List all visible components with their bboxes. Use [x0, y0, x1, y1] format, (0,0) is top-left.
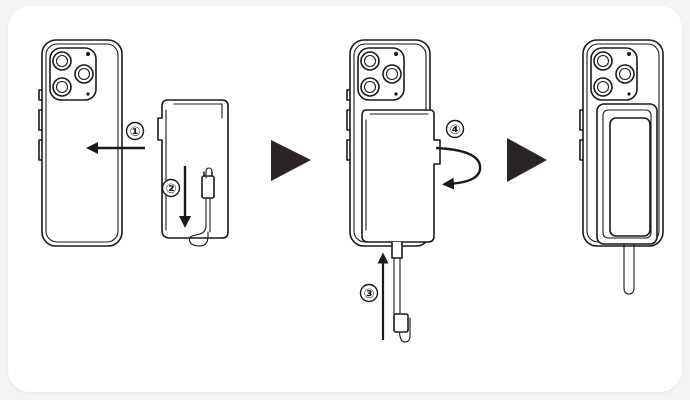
- phone-left-icon: [38, 39, 123, 247]
- power-bank-attached-icon: [361, 109, 441, 243]
- play-arrow-icon: [507, 138, 547, 182]
- rotate-arrow-icon: [435, 146, 482, 190]
- svg-text:④: ④: [449, 123, 460, 138]
- cable-icon: [188, 167, 215, 247]
- power-bank-final-icon: [596, 103, 658, 245]
- power-bank-icon: [157, 99, 229, 247]
- cable-tucked-icon: [623, 243, 635, 295]
- svg-text:②: ②: [165, 182, 176, 197]
- svg-text:③: ③: [363, 287, 374, 302]
- play-arrow-icon: [271, 140, 311, 181]
- cable-pulled-icon: [391, 241, 411, 343]
- step-2-badge: ②: [161, 178, 181, 198]
- step-4-badge: ④: [445, 119, 465, 139]
- step-1-badge: ①: [125, 121, 145, 141]
- svg-text:①: ①: [129, 125, 140, 140]
- step-3-badge: ③: [359, 283, 379, 303]
